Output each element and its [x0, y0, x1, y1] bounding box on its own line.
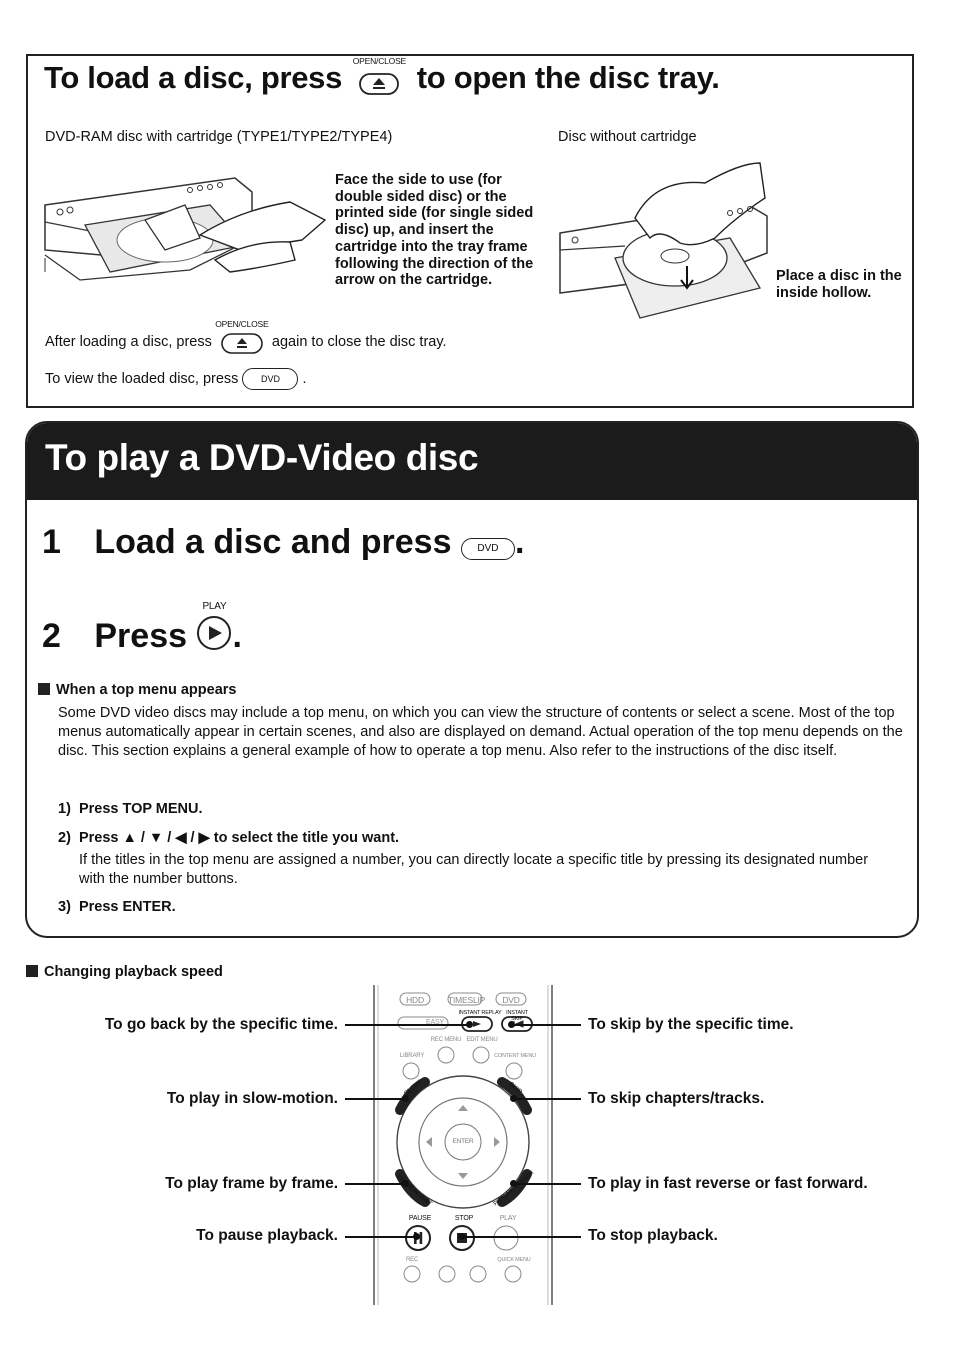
remote-instant-replay-label: INSTANT REPLAY	[458, 1010, 502, 1016]
callout-line	[514, 1183, 581, 1185]
remote-pause-label: PAUSE	[408, 1215, 432, 1222]
callout-instant-replay: To go back by the specific time.	[104, 1016, 338, 1033]
view-disc-line: To view the loaded disc, press DVD .	[45, 368, 307, 390]
remote-quick-menu-label: QUICK MENU	[497, 1257, 531, 1263]
callout-line	[345, 1183, 405, 1185]
remote-content-menu-label: CONTENT MENU	[494, 1053, 536, 1059]
square-bullet-icon	[26, 965, 38, 977]
play-dvd-box: To play a DVD-Video disc	[25, 421, 919, 938]
remote-hdd-label: HDD	[406, 995, 424, 1005]
callout-skip-chapters: To skip chapters/tracks.	[588, 1090, 765, 1107]
remote-library-label: LIBRARY	[399, 1053, 425, 1059]
callout-line	[345, 1236, 415, 1238]
remote-dvd-label: DVD	[502, 995, 520, 1005]
play-title: To play a DVD-Video disc	[45, 437, 479, 478]
eject-icon	[221, 333, 263, 354]
remote-timeslip-label: TIMESLIP	[448, 995, 486, 1005]
callout-line	[345, 1098, 405, 1100]
remote-rec-menu-label: REC MENU	[430, 1037, 462, 1043]
play-button-graphic: PLAY	[196, 601, 232, 651]
no-cartridge-instruction: Place a disc in the inside hollow.	[776, 268, 902, 301]
open-close-button-graphic-2: OPEN/CLOSE	[215, 319, 269, 354]
callout-line	[512, 1024, 581, 1026]
callout-frame-by-frame: To play frame by frame.	[165, 1175, 338, 1192]
substep-3: 3) Press ENTER.	[58, 899, 176, 915]
callout-line	[514, 1098, 581, 1100]
cartridge-instruction: Face the side to use (for double sided d…	[335, 172, 534, 289]
remote-control-illustration	[373, 985, 553, 1305]
callout-stop: To stop playback.	[588, 1227, 718, 1244]
callout-dot	[458, 1233, 465, 1240]
cartridge-caption: DVD-RAM disc with cartridge (TYPE1/TYPE2…	[45, 129, 393, 145]
remote-rec-label: REC	[405, 1257, 419, 1263]
remote-stop-label: STOP	[454, 1215, 474, 1222]
callout-fast-reverse-forward: To play in fast reverse or fast forward.	[588, 1175, 868, 1192]
callout-dot	[413, 1233, 420, 1240]
dvd-button-graphic: DVD	[460, 538, 515, 560]
step-1: 1 Load a disc and press DVD.	[42, 523, 525, 561]
cartridge-insert-illustration	[44, 177, 327, 281]
substep-2: 2) Press ▲ / ▼ / ◀ / ▶ to select the tit…	[58, 830, 400, 846]
remote-instant-skip-label: INSTANT SKIP	[506, 1010, 528, 1022]
callout-dot	[510, 1095, 517, 1102]
top-menu-body: Some DVD video discs may include a top m…	[58, 705, 903, 759]
top-menu-heading: When a top menu appears	[38, 682, 236, 698]
step-2: 2 Press PLAY .	[42, 601, 242, 655]
callout-dot	[402, 1095, 409, 1102]
substep-2-body: If the titles in the top menu are assign…	[79, 852, 869, 887]
callout-line	[345, 1024, 469, 1026]
callout-slow-motion: To play in slow-motion.	[166, 1090, 338, 1107]
remote-play-label: PLAY	[499, 1215, 517, 1222]
remote-edit-menu-label: EDIT MENU	[466, 1037, 498, 1043]
callout-instant-skip: To skip by the specific time.	[588, 1016, 794, 1033]
disc-insert-illustration	[559, 162, 768, 319]
callout-dot	[508, 1021, 515, 1028]
play-icon	[197, 616, 232, 650]
callout-dot	[510, 1180, 517, 1187]
square-bullet-icon	[38, 683, 50, 695]
substep-1: 1) Press TOP MENU.	[58, 801, 203, 817]
load-title: To load a disc, press OPEN/CLOSE to open…	[44, 56, 720, 96]
remote-easy-label: EASY	[426, 1019, 444, 1026]
eject-icon	[359, 73, 400, 95]
callout-dot	[402, 1180, 409, 1187]
load-disc-box	[26, 54, 914, 408]
dvd-button-graphic: DVD	[242, 368, 299, 390]
open-close-button-graphic: OPEN/CLOSE	[350, 56, 408, 95]
callout-dot	[466, 1021, 473, 1028]
play-header: To play a DVD-Video disc	[27, 423, 917, 500]
no-cartridge-caption: Disc without cartridge	[558, 129, 697, 145]
remote-enter-label: ENTER	[452, 1138, 474, 1145]
callout-pause: To pause playback.	[196, 1227, 338, 1244]
callout-line	[462, 1236, 581, 1238]
speed-heading: Changing playback speed	[26, 964, 223, 980]
after-loading-line: After loading a disc, press OPEN/CLOSE a…	[45, 319, 447, 354]
